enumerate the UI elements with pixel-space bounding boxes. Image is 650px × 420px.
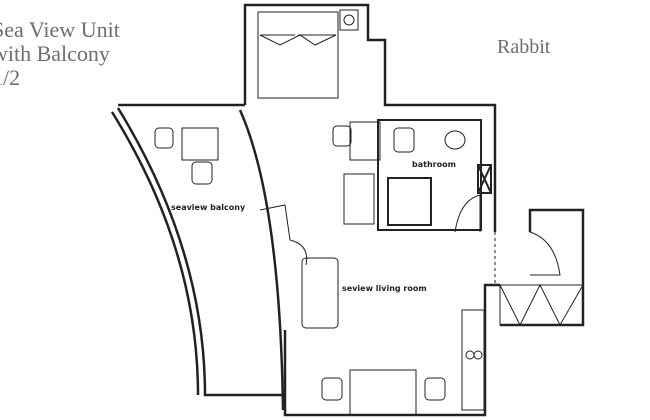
doors xyxy=(259,194,561,285)
brand-logo-text: Rabbit xyxy=(497,36,551,58)
bedside-table xyxy=(339,9,359,31)
bed xyxy=(257,11,339,99)
chair-icon xyxy=(321,377,343,401)
sink-icon xyxy=(393,127,415,153)
title-line: Sea View Unit xyxy=(0,17,120,42)
chair-icon xyxy=(332,125,352,147)
lamp-icon xyxy=(343,14,355,26)
title-line: with Balcony xyxy=(0,41,110,66)
chair-icon xyxy=(191,161,213,185)
chair-icon xyxy=(154,127,174,149)
balcony-table xyxy=(181,127,219,161)
wardrobe xyxy=(499,284,584,326)
room-label-bathroom: bathroom xyxy=(412,160,456,169)
room-label-living: seview living room xyxy=(342,284,427,293)
tv-unit xyxy=(343,173,375,225)
chair-icon xyxy=(424,377,446,401)
sofa xyxy=(301,257,339,329)
title-line: 1/2 xyxy=(0,65,21,90)
desk xyxy=(349,121,381,161)
bathroom-walls xyxy=(377,119,492,231)
dining-table xyxy=(349,369,417,416)
furniture xyxy=(154,9,584,416)
plan-title: Sea View Unit with Balcony 1/2 xyxy=(0,18,120,90)
door-swing xyxy=(289,239,308,266)
toilet-icon xyxy=(444,130,466,150)
door[interactable] xyxy=(259,204,291,241)
room-label-balcony: seaview balcony xyxy=(171,203,246,212)
kitchenette xyxy=(461,309,485,411)
